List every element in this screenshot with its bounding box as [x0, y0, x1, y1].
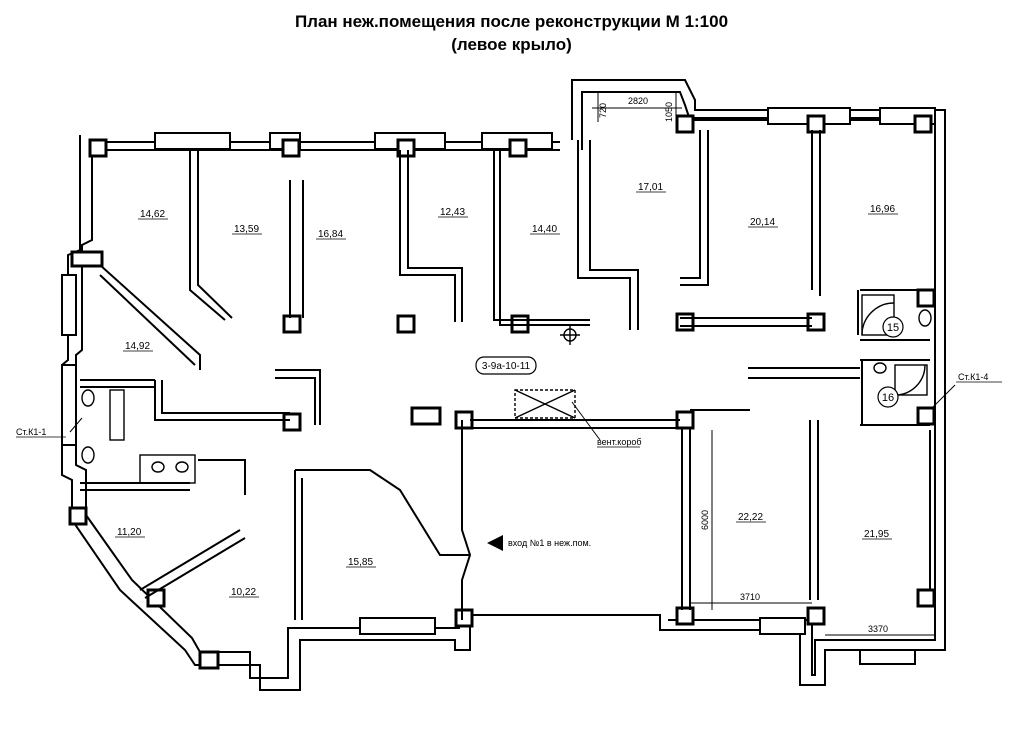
room-number-markers: 15 16: [877, 316, 904, 408]
unit-label-box: [475, 356, 537, 375]
columns: [68, 114, 936, 670]
dim-720: 720: [598, 103, 608, 118]
plan-title: План неж.помещения после реконструкции М…: [294, 12, 729, 31]
windows: [61, 107, 936, 665]
dim-2820: 2820: [628, 96, 648, 106]
entrance-arrow-icon: [487, 535, 503, 551]
room-area: 21,95: [864, 529, 889, 540]
vent-label: вент.короб: [597, 437, 642, 447]
dim-1050: 1050: [664, 102, 674, 122]
dimension-texts: 2820 720 1050 6000 3710 3370: [598, 96, 888, 634]
riser-label-left: Ст.К1-1: [16, 427, 46, 437]
unit-label: 3-9а-10-11: [482, 361, 531, 372]
sanitary-fixtures: [81, 294, 932, 484]
outer-wall: [61, 79, 946, 691]
room-area: 11,20: [117, 527, 142, 538]
room-number-15: 15: [887, 322, 899, 334]
room-area: 13,59: [234, 224, 259, 235]
room-labels: 14,62 13,59 16,84 12,43 14,40 17,01 20,1…: [117, 182, 895, 598]
room-area: 16,96: [870, 204, 895, 215]
entrance-label: вход №1 в неж.пом.: [508, 538, 591, 548]
room-area: 16,84: [318, 229, 343, 240]
plan-subtitle: (левое крыло): [451, 35, 572, 54]
dimension-lines: [69, 92, 956, 636]
partitions: [80, 130, 931, 620]
room-area: 14,40: [532, 224, 557, 235]
room-area: 12,43: [440, 207, 465, 218]
room-area: 14,92: [125, 341, 150, 352]
room-area: 17,01: [638, 182, 663, 193]
dim-3370: 3370: [868, 624, 888, 634]
room-area: 15,85: [348, 557, 373, 568]
room-area: 22,22: [738, 512, 763, 523]
room-number-16: 16: [882, 392, 894, 404]
room-area: 10,22: [231, 587, 256, 598]
riser-label-right: Ст.К1-4: [958, 372, 988, 382]
room-area: 20,14: [750, 217, 775, 228]
dim-3710: 3710: [740, 592, 760, 602]
room-area: 14,62: [140, 209, 165, 220]
dim-6000: 6000: [700, 510, 710, 530]
